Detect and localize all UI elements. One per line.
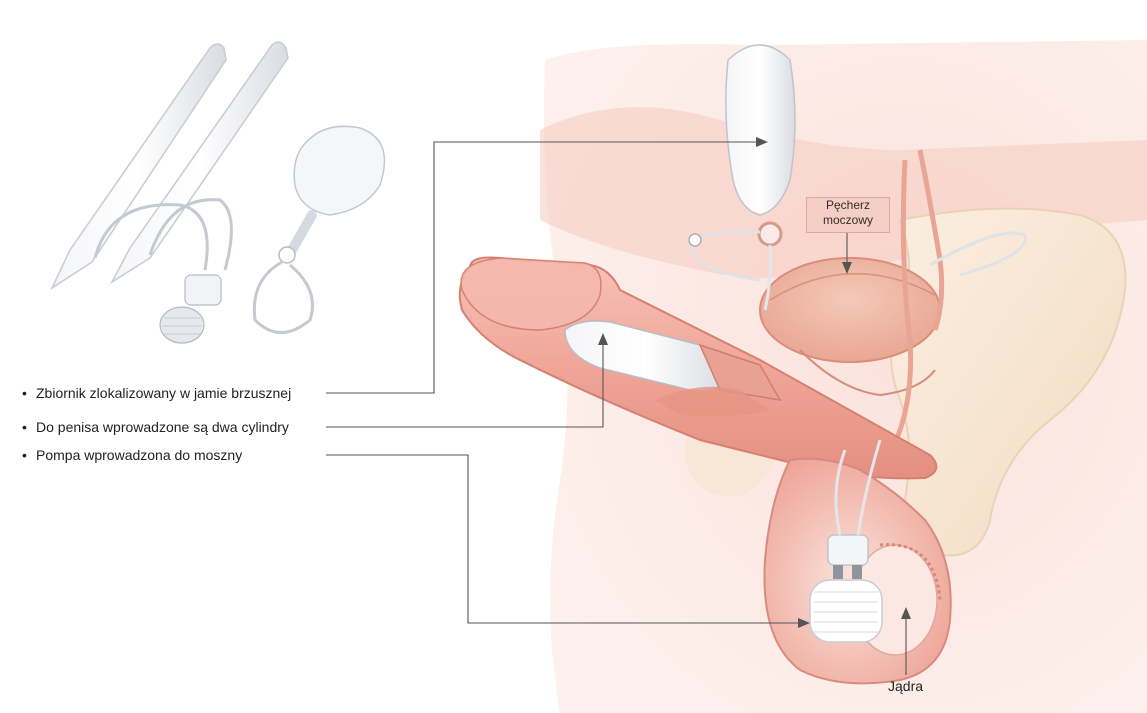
callout-cylinders	[326, 343, 604, 428]
callout-reservoir	[326, 141, 758, 394]
implant-product-image	[50, 41, 386, 344]
label-cylinders: Do penisa wprowadzone są dwa cylindry	[36, 419, 289, 435]
label-pump: Pompa wprowadzona do moszny	[36, 447, 243, 463]
callout-lines	[326, 137, 911, 675]
callout-pump	[326, 454, 800, 624]
bullet-glyph: •	[22, 447, 27, 463]
bladder-label-line2: moczowy	[822, 213, 873, 227]
bladder	[759, 257, 941, 397]
bladder-label: Pęcherz moczowy	[806, 197, 890, 233]
testes-label: Jądra	[888, 678, 924, 694]
bullet-glyph: •	[22, 385, 27, 401]
bullet-glyph: •	[22, 419, 27, 435]
penis	[458, 256, 938, 480]
reservoir	[688, 44, 1027, 311]
label-reservoir: Zbiornik zlokalizowany w jamie brzusznej	[36, 385, 292, 401]
bladder-label-line1: Pęcherz	[825, 198, 871, 212]
scrotum	[763, 439, 952, 685]
